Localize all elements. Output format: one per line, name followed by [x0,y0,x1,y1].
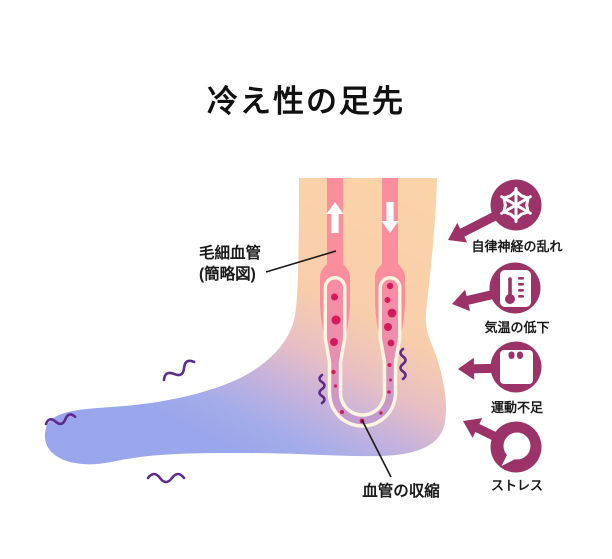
shiver-squiggle-icon [44,413,77,426]
capillary-label: 毛細血管 (簡略図) [199,243,261,285]
shiver-squiggle-icon [399,347,407,381]
page-title: 冷え性の足先 [207,84,405,119]
speech-bubble-icon [501,432,531,466]
blood-cells [330,282,397,424]
weight-scale-icon [500,350,533,384]
cause-label-temperature-drop: 気温の低下 [484,320,550,335]
cause-icons [489,179,542,473]
cause-label-stress: ストレス [490,478,543,493]
snowflake-icon [500,187,532,223]
capillary-pointer-line [265,250,337,273]
constriction-label: 血管の収縮 [362,483,440,500]
flow-up-arrow-icon [326,202,344,233]
thermometer-icon [500,270,531,307]
capillary-label-line2: (簡略図) [199,266,256,283]
shiver-squiggles [44,347,407,484]
constriction-pointer-line [361,419,392,478]
capillary-label-line1: 毛細血管 [199,245,262,262]
cause-label-autonomic-nerves: 自律神経の乱れ [471,239,563,254]
shiver-squiggle-icon [146,472,186,484]
shiver-squiggle-icon [318,373,326,405]
foot-shape [44,178,446,465]
shiver-squiggle-icon [162,359,196,382]
cause-label-lack-of-exercise: 運動不足 [490,400,543,415]
flow-down-arrow-icon [381,202,399,233]
